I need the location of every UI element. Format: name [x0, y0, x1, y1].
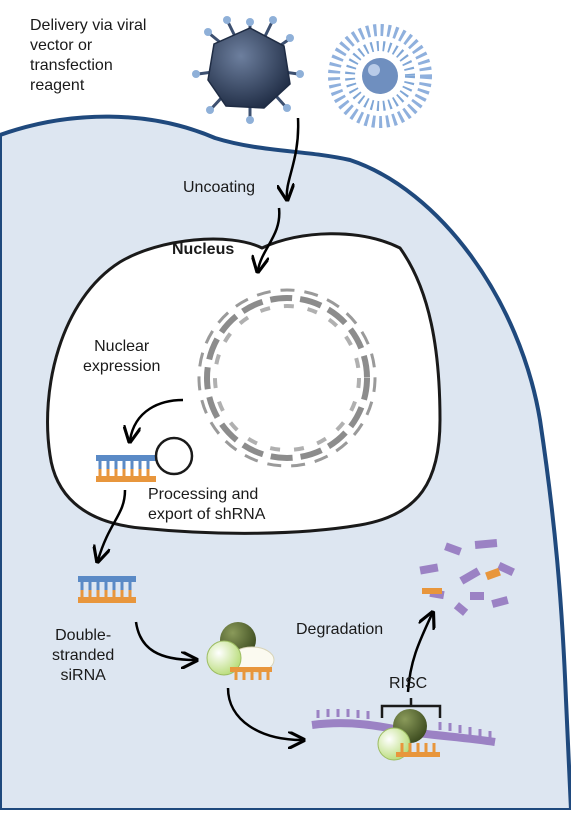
arrow-entry: [287, 117, 300, 198]
arrow-degradation: [406, 614, 432, 693]
arrow-uncoating: [258, 207, 281, 270]
transfection-reagent-icon: [328, 24, 432, 128]
label-risc: RISC: [389, 675, 428, 692]
risc-bracket: [380, 698, 442, 718]
label-uncoating: Uncoating: [183, 179, 256, 196]
label-processing: Processing and export of shRNA: [148, 486, 266, 523]
arrow-export: [98, 489, 127, 560]
label-double-stranded: Double- stranded siRNA: [52, 627, 115, 684]
risc-loading-complex-icon: [206, 622, 275, 680]
degraded-mrna-fragments-icon: [419, 539, 515, 616]
arrow-expression: [130, 398, 184, 440]
shrna-hairpin-icon: [96, 436, 194, 482]
plasmid-dna-icon: [197, 288, 377, 468]
arrow-to-risc: [134, 621, 195, 660]
label-degradation: Degradation: [296, 621, 384, 638]
label-nuclear-expression: Nuclear expression: [83, 338, 161, 375]
mrna-risc-complex-icon: [311, 709, 496, 761]
sirna-duplex-icon: [78, 576, 136, 603]
arrow-to-mrna: [226, 687, 302, 740]
viral-vector-icon: [192, 16, 304, 124]
label-delivery: Delivery via viral vector or transfectio…: [30, 17, 147, 94]
label-nucleus: Nucleus: [172, 241, 235, 258]
